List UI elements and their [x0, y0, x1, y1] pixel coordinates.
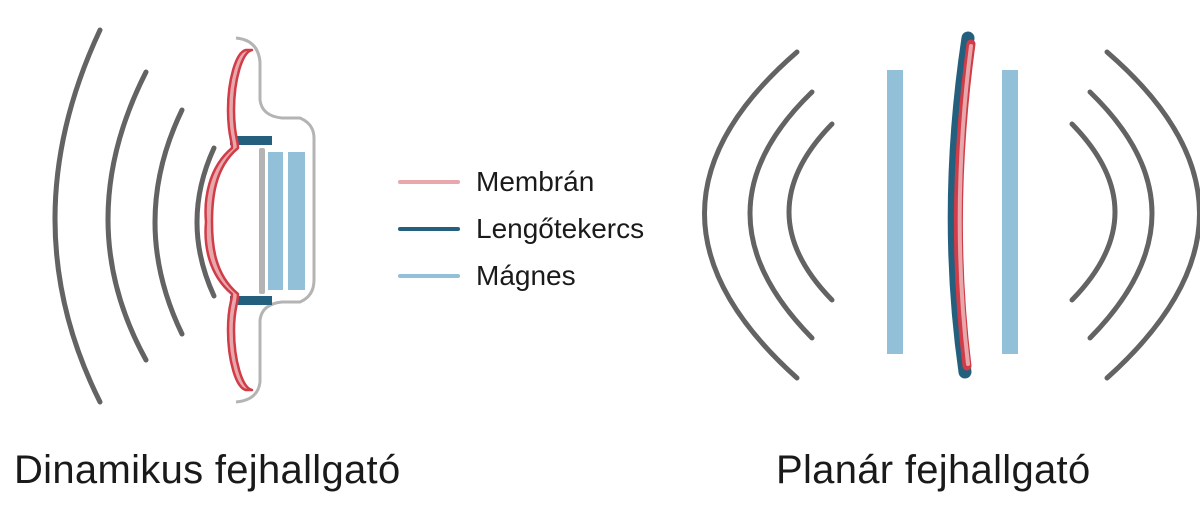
dynamic-driver-illustration	[52, 27, 316, 405]
planar-wave-arc-4	[1104, 49, 1200, 381]
legend-item-magnet: Mágnes	[398, 252, 644, 299]
magnet-swatch	[398, 273, 460, 278]
dynamic-wave-arc-1	[52, 27, 103, 405]
planar-wave-arc-3	[786, 121, 835, 303]
dynamic-headphone-caption: Dinamikus fejhallgató	[14, 448, 401, 492]
dynamic-membrane	[204, 48, 254, 392]
dynamic-magnet-front	[268, 152, 283, 290]
planar-wave-arc-5	[1087, 89, 1155, 341]
planar-headphone-caption: Planár fejhallgató	[776, 448, 1091, 492]
planar-magnet-right	[1002, 70, 1018, 354]
membrane-swatch	[398, 179, 460, 184]
planar-sound-waves	[702, 49, 1200, 381]
dynamic-wave-arc-2	[105, 69, 149, 363]
legend-label-membrane: Membrán	[476, 165, 595, 197]
dynamic-voice-coil-top	[230, 136, 272, 145]
dynamic-voice-coil-bottom	[230, 296, 272, 305]
legend-item-voice-coil: Lengőtekercs	[398, 205, 644, 252]
planar-wave-arc-6	[1069, 121, 1118, 303]
planar-wave-arc-2	[747, 89, 815, 341]
voice-coil-swatch	[398, 226, 460, 231]
dynamic-wave-arc-3	[152, 107, 185, 337]
dynamic-housing	[235, 36, 316, 404]
planar-membrane-fill	[957, 44, 973, 366]
legend: Membrán Lengőtekercs Mágnes	[398, 158, 644, 299]
legend-item-membrane: Membrán	[398, 158, 644, 205]
dynamic-pole-piece	[259, 148, 265, 294]
dynamic-sound-waves	[52, 27, 217, 405]
planar-wave-arc-1	[702, 49, 800, 381]
dynamic-magnet-back	[288, 152, 305, 290]
legend-label-voice-coil: Lengőtekercs	[476, 212, 645, 244]
planar-magnet-left	[887, 70, 903, 354]
planar-driver-illustration	[702, 31, 1200, 381]
legend-label-magnet: Mágnes	[476, 259, 576, 291]
dynamic-wave-arc-4	[194, 145, 217, 299]
